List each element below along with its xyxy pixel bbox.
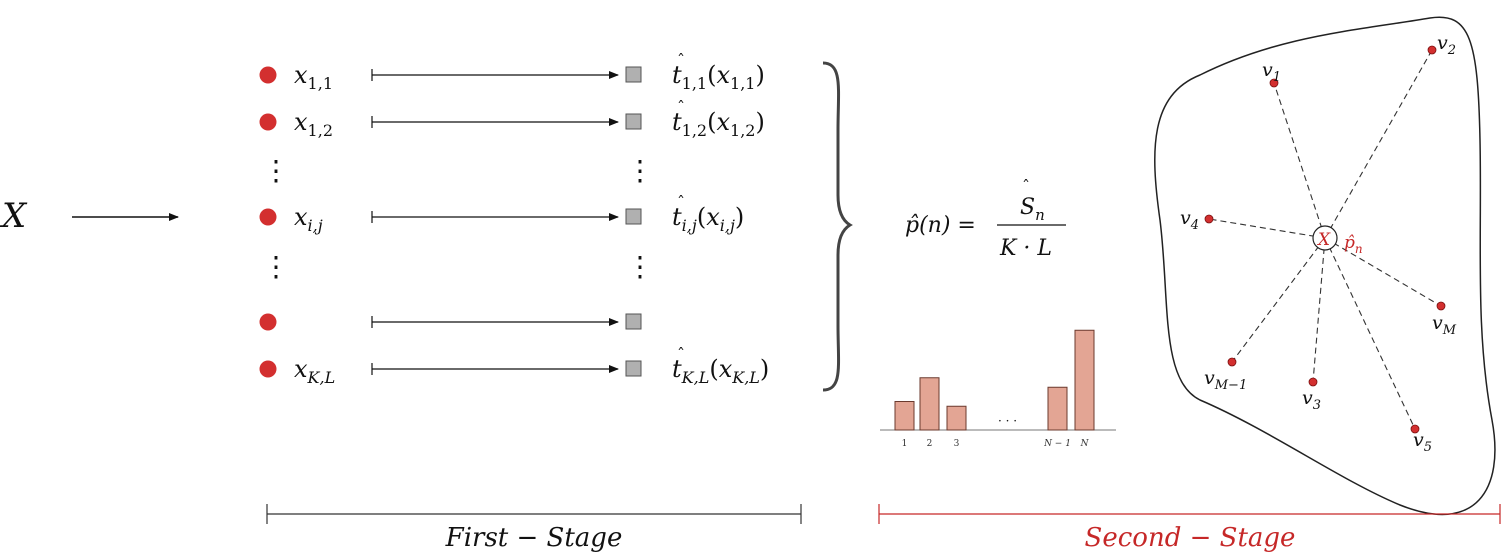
feature-space-region <box>1154 16 1496 516</box>
sample-label: xK,L <box>294 355 335 387</box>
output-label: t1,1(x1,1) <box>672 61 765 93</box>
hat-accent: ˆ <box>677 98 685 117</box>
histogram-tick-label: N <box>1080 439 1090 449</box>
neighbor-spokes: v1 v2 v4 vM vM−1 v3 v5 <box>1180 32 1457 455</box>
sample-dot <box>259 313 277 331</box>
hat-accent: ˆ <box>677 51 685 70</box>
hat-accent: ˆ <box>1022 177 1030 196</box>
neighbor-node <box>1269 78 1279 88</box>
neighbor-node-label: v4 <box>1180 207 1199 233</box>
hat-accent: ˆ <box>677 193 685 212</box>
output-label: t1,2(x1,2) <box>672 108 765 140</box>
center-node-label: X <box>1316 230 1331 250</box>
sample-dot <box>259 208 277 226</box>
histogram-bar <box>894 401 915 431</box>
first-stage-row <box>259 313 642 331</box>
sample-dot <box>259 113 277 131</box>
neighbor-node <box>1436 301 1446 311</box>
hat-accent: ˆ <box>677 345 685 364</box>
histogram-tick-label: 2 <box>927 439 933 449</box>
first-stage-row: xK,L tK,L(xK,L) ˆ <box>259 345 769 387</box>
output-square <box>625 360 642 377</box>
first-stage-row: x1,2 t1,2(x1,2) ˆ <box>259 98 765 140</box>
neighbor-node <box>1308 377 1318 387</box>
second-stage-label: Second − Stage <box>1085 523 1296 553</box>
histogram-ellipsis: · · · <box>998 414 1017 428</box>
output-square <box>625 208 642 225</box>
center-node <box>1312 225 1338 251</box>
vertical-dots: ⋮ <box>262 250 290 283</box>
sample-label: x1,2 <box>294 108 333 140</box>
output-square <box>625 66 642 83</box>
histogram: · · · 1 2 3 N − 1 N <box>880 329 1116 449</box>
neighbor-node <box>1204 214 1214 224</box>
first-stage-bracket <box>266 504 802 524</box>
histogram-bar <box>1047 386 1068 431</box>
output-square <box>625 313 642 330</box>
neighbor-node-label: v3 <box>1302 387 1321 413</box>
sample-dot <box>259 66 277 84</box>
neighbor-node <box>1227 357 1237 367</box>
grouping-brace <box>822 61 853 392</box>
histogram-tick-label: 1 <box>902 439 908 449</box>
formula-numerator: Sn <box>1020 195 1045 224</box>
histogram-tick-label: 3 <box>954 439 960 449</box>
neighbor-node-label: vM−1 <box>1204 367 1247 393</box>
neighbor-spoke <box>1273 82 1326 239</box>
neighbor-node-label: v5 <box>1413 429 1432 455</box>
neighbor-spoke <box>1324 237 1416 430</box>
sample-label: xi,j <box>294 203 323 235</box>
output-square <box>625 113 642 130</box>
neighbor-spoke <box>1208 218 1326 239</box>
sample-label: x1,1 <box>294 61 333 93</box>
neighbor-spoke <box>1324 49 1433 239</box>
first-stage-row: xi,j ti,j(xi,j) ˆ <box>259 193 744 235</box>
neighbor-node-label: vM <box>1432 312 1457 338</box>
neighbor-node-label: v1 <box>1262 59 1281 85</box>
formula-denominator: K · L <box>999 236 1052 261</box>
formula-lhs: p̂(n) = <box>905 213 976 238</box>
neighbor-spoke <box>1324 237 1442 307</box>
histogram-tick-label: N − 1 <box>1043 439 1071 449</box>
center-node-tag: p̂n <box>1344 233 1363 256</box>
first-stage-label: First − Stage <box>445 523 623 553</box>
vertical-dots: ⋮ <box>262 154 290 187</box>
sample-dot <box>259 360 277 378</box>
vertical-dots: ⋮ <box>626 250 654 283</box>
neighbor-spoke <box>1312 237 1326 383</box>
neighbor-node <box>1427 45 1437 55</box>
histogram-bar <box>1074 329 1095 431</box>
neighbor-node-label: v2 <box>1437 32 1456 58</box>
histogram-bar <box>946 405 967 431</box>
neighbor-node <box>1410 424 1420 434</box>
input-x-label: X <box>0 196 28 236</box>
probability-formula: p̂(n) = Sn ˆ K · L <box>905 177 1066 261</box>
vertical-dots: ⋮ <box>626 154 654 187</box>
second-stage-bracket <box>878 504 1501 524</box>
output-label: tK,L(xK,L) <box>672 355 769 387</box>
histogram-bar <box>919 377 940 431</box>
neighbor-spoke <box>1231 237 1326 363</box>
output-label: ti,j(xi,j) <box>672 203 744 235</box>
first-stage-row: x1,1 t1,1(x1,1) ˆ <box>259 51 765 93</box>
